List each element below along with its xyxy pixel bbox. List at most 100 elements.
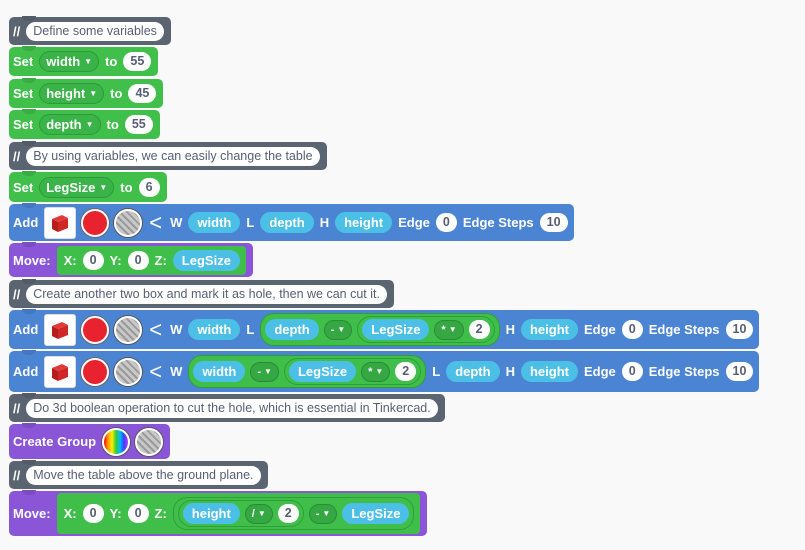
add-keyword: Add bbox=[13, 364, 39, 379]
number-input[interactable]: 2 bbox=[395, 362, 417, 381]
set-variable-block[interactable]: Set width▼ to 55 bbox=[9, 47, 159, 76]
hole-swatch[interactable] bbox=[114, 208, 143, 237]
set-keyword: Set bbox=[13, 117, 34, 132]
w-label: W bbox=[170, 215, 183, 230]
value-input[interactable]: 55 bbox=[124, 115, 153, 134]
x-input[interactable]: 0 bbox=[82, 504, 104, 523]
operator-dropdown[interactable]: /▼ bbox=[244, 503, 273, 524]
value-input[interactable]: 45 bbox=[128, 84, 157, 103]
edge-steps-input[interactable]: 10 bbox=[725, 320, 754, 339]
math-expression[interactable]: height /▼ 2 bbox=[177, 500, 304, 527]
dropdown-caret-icon: ▼ bbox=[337, 324, 346, 334]
move-block[interactable]: Move: X: 0 Y: 0 Z: height /▼ 2 -▼ LegSiz… bbox=[9, 491, 428, 536]
width-reporter[interactable]: width bbox=[193, 361, 246, 382]
rainbow-swatch[interactable] bbox=[102, 427, 131, 456]
chevron-left-icon[interactable]: < bbox=[149, 316, 163, 342]
edge-input[interactable]: 0 bbox=[621, 320, 643, 339]
number-input[interactable]: 2 bbox=[468, 320, 490, 339]
width-reporter[interactable]: width bbox=[188, 319, 241, 340]
depth-reporter[interactable]: depth bbox=[260, 212, 314, 233]
value-input[interactable]: 6 bbox=[138, 177, 160, 197]
red-color-swatch[interactable] bbox=[81, 315, 110, 344]
comment-block[interactable]: // Define some variables bbox=[9, 17, 171, 45]
operator-symbol: - bbox=[257, 365, 262, 378]
number-input[interactable]: 2 bbox=[277, 504, 299, 523]
edge-steps-input[interactable]: 10 bbox=[539, 213, 568, 232]
edge-input[interactable]: 0 bbox=[621, 362, 643, 381]
y-input[interactable]: 0 bbox=[127, 504, 149, 523]
set-variable-block[interactable]: Set depth▼ to 55 bbox=[9, 110, 160, 139]
dropdown-caret-icon: ▼ bbox=[84, 57, 93, 66]
variable-name: depth bbox=[46, 117, 82, 132]
move-keyword: Move: bbox=[13, 506, 51, 521]
move-coordinates: X: 0 Y: 0 Z: height /▼ 2 -▼ LegSize bbox=[56, 493, 421, 534]
operator-dropdown[interactable]: -▼ bbox=[323, 319, 353, 340]
add-shape-block[interactable]: Add < W width L depth -▼ LegSize *▼ 2 H … bbox=[9, 310, 760, 349]
set-variable-block[interactable]: Set LegSize▼ to 6 bbox=[9, 172, 167, 202]
create-group-block[interactable]: Create Group bbox=[9, 424, 171, 459]
comment-text[interactable]: Create another two box and mark it as ho… bbox=[26, 284, 387, 304]
variable-dropdown[interactable]: height▼ bbox=[39, 83, 105, 104]
edge-input[interactable]: 0 bbox=[435, 213, 457, 232]
math-expression[interactable]: height /▼ 2 -▼ LegSize bbox=[172, 497, 415, 530]
l-label: L bbox=[246, 322, 255, 337]
comment-text[interactable]: By using variables, we can easily change… bbox=[26, 146, 320, 166]
dropdown-caret-icon: ▼ bbox=[85, 120, 94, 129]
hole-swatch[interactable] bbox=[114, 315, 143, 344]
add-shape-block[interactable]: Add < W width L depth H height Edge 0 Ed… bbox=[9, 204, 574, 241]
comment-block[interactable]: // Create another two box and mark it as… bbox=[9, 280, 394, 308]
red-box-icon[interactable] bbox=[44, 313, 77, 346]
legsize-reporter[interactable]: LegSize bbox=[288, 361, 357, 382]
operator-symbol: * bbox=[368, 365, 373, 378]
comment-block[interactable]: // Do 3d boolean operation to cut the ho… bbox=[9, 394, 445, 422]
height-reporter[interactable]: height bbox=[520, 361, 578, 382]
add-keyword: Add bbox=[13, 215, 39, 230]
math-expression[interactable]: depth -▼ LegSize *▼ 2 bbox=[260, 313, 500, 346]
hole-swatch[interactable] bbox=[114, 357, 143, 386]
variable-dropdown[interactable]: width▼ bbox=[39, 51, 100, 72]
add-shape-block[interactable]: Add < W width -▼ LegSize *▼ 2 L depth H … bbox=[9, 351, 760, 392]
hole-swatch[interactable] bbox=[135, 427, 164, 456]
comment-block[interactable]: // Move the table above the ground plane… bbox=[9, 461, 268, 489]
comment-text[interactable]: Do 3d boolean operation to cut the hole,… bbox=[26, 398, 438, 418]
depth-reporter[interactable]: depth bbox=[446, 361, 500, 382]
y-input[interactable]: 0 bbox=[127, 250, 149, 270]
comment-text[interactable]: Define some variables bbox=[26, 21, 164, 41]
height-reporter[interactable]: height bbox=[335, 212, 393, 233]
math-expression[interactable]: LegSize *▼ 2 bbox=[283, 358, 422, 385]
math-expression[interactable]: LegSize *▼ 2 bbox=[357, 316, 495, 343]
red-box-icon[interactable] bbox=[44, 206, 77, 239]
dropdown-caret-icon: ▼ bbox=[264, 366, 272, 376]
operator-dropdown[interactable]: -▼ bbox=[250, 361, 279, 382]
legsize-reporter[interactable]: LegSize bbox=[172, 249, 240, 271]
comment-text[interactable]: Move the table above the ground plane. bbox=[26, 465, 261, 485]
math-expression[interactable]: width -▼ LegSize *▼ 2 bbox=[188, 355, 427, 388]
operator-dropdown[interactable]: *▼ bbox=[361, 361, 391, 382]
comment-symbol: // bbox=[13, 148, 21, 164]
operator-dropdown[interactable]: *▼ bbox=[434, 319, 464, 340]
height-reporter[interactable]: height bbox=[182, 503, 240, 524]
variable-dropdown[interactable]: LegSize▼ bbox=[39, 176, 115, 198]
comment-block[interactable]: // By using variables, we can easily cha… bbox=[9, 142, 327, 170]
legsize-reporter[interactable]: LegSize bbox=[342, 503, 410, 524]
red-color-swatch[interactable] bbox=[81, 208, 110, 237]
set-variable-block[interactable]: Set height▼ to 45 bbox=[9, 79, 164, 108]
chevron-left-icon[interactable]: < bbox=[149, 209, 163, 235]
dropdown-caret-icon: ▼ bbox=[448, 324, 457, 334]
h-label: H bbox=[319, 215, 330, 230]
chevron-left-icon[interactable]: < bbox=[149, 358, 163, 384]
red-color-swatch[interactable] bbox=[81, 357, 110, 386]
width-reporter[interactable]: width bbox=[188, 212, 241, 233]
depth-reporter[interactable]: depth bbox=[265, 319, 319, 340]
height-reporter[interactable]: height bbox=[520, 319, 578, 340]
h-label: H bbox=[505, 364, 515, 379]
move-block[interactable]: Move: X: 0 Y: 0 Z: LegSize bbox=[9, 243, 253, 277]
x-input[interactable]: 0 bbox=[82, 250, 104, 270]
value-input[interactable]: 55 bbox=[123, 52, 152, 71]
legsize-reporter[interactable]: LegSize bbox=[362, 319, 430, 340]
operator-dropdown[interactable]: -▼ bbox=[308, 503, 338, 524]
variable-name: width bbox=[46, 54, 81, 69]
edge-steps-input[interactable]: 10 bbox=[725, 362, 754, 381]
variable-dropdown[interactable]: depth▼ bbox=[39, 114, 101, 135]
red-box-icon[interactable] bbox=[44, 355, 77, 388]
